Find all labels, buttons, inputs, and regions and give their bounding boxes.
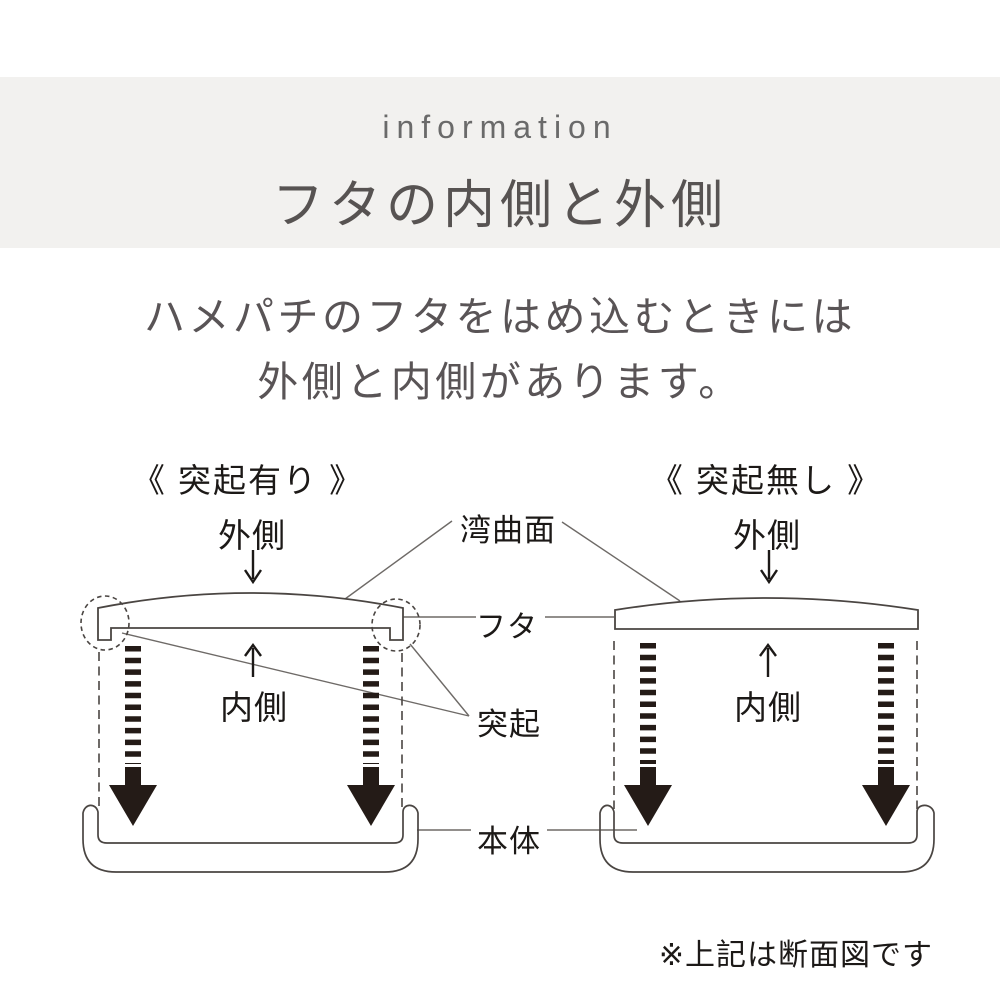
container-body-cross-section (82, 804, 419, 873)
down-arrow-icon (760, 550, 778, 585)
page-title: フタの内側と外側 (271, 177, 729, 235)
lid-label: フタ (476, 611, 538, 644)
intro-line-2: 外側と内側があります。 (257, 359, 743, 405)
header-band: information フタの内側と外側 (0, 77, 1000, 248)
down-arrow-icon (244, 550, 262, 585)
protrusion-highlight-circle-right (371, 598, 421, 652)
curved-surface-label: 湾曲面 (460, 513, 556, 548)
intro-line-1: ハメパチのフタをはめ込むときには (144, 294, 856, 340)
lid-cross-section-plain (614, 597, 919, 630)
right-diagram-heading: 《 突起無し 》 (649, 462, 883, 499)
header-eyebrow: information (382, 109, 618, 145)
cross-section-note: ※上記は断面図です (658, 939, 933, 972)
up-arrow-icon (759, 642, 777, 677)
left-inside-label: 内側 (220, 689, 288, 726)
right-outside-label: 外側 (733, 517, 801, 554)
left-diagram (80, 550, 421, 873)
leader-lines (121, 520, 681, 831)
up-arrow-icon (244, 642, 262, 677)
body-label: 本体 (477, 824, 541, 859)
insertion-arrow-icon (624, 643, 672, 826)
protrusion-leader-short (409, 643, 470, 717)
left-diagram-heading: 《 突起有り 》 (131, 462, 365, 499)
insertion-arrow-icon (109, 646, 157, 826)
left-outside-label: 外側 (218, 517, 286, 554)
lid-cross-section-with-hooks (97, 592, 404, 641)
curved-surface-leader-right (561, 521, 681, 602)
protrusion-label: 突起 (477, 707, 541, 742)
right-diagram (599, 550, 935, 873)
right-inside-label: 内側 (734, 689, 802, 726)
insertion-arrow-icon (862, 643, 910, 826)
intro-text: ハメパチのフタをはめ込むときには 外側と内側があります。 (144, 285, 856, 415)
curved-surface-leader-left (344, 520, 453, 600)
protrusion-leader-long (121, 632, 470, 717)
container-body-cross-section (599, 804, 935, 873)
protrusion-highlight-circle-left (80, 595, 130, 651)
insertion-arrow-icon (347, 646, 395, 826)
